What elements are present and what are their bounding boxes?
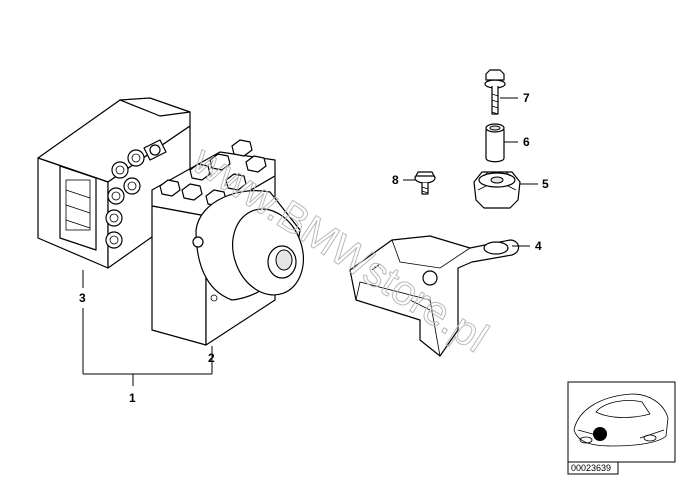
- bracket-illustration: [349, 235, 520, 357]
- hydro-unit-illustration: [37, 97, 191, 269]
- callout-6: 6: [523, 135, 530, 149]
- pump-motor-illustration: [192, 190, 304, 301]
- leader-lines: [82, 97, 538, 386]
- car-outline-icon: [573, 393, 669, 447]
- sleeve-illustration: [485, 123, 505, 163]
- mount-illustration: [473, 171, 521, 209]
- vehicle-location-thumbnail: 00023639: [567, 381, 676, 475]
- callout-4: 4: [535, 239, 542, 253]
- callout-8: 8: [392, 173, 399, 187]
- callout-7: 7: [523, 91, 530, 105]
- location-marker-icon: [593, 427, 607, 441]
- bolt-illustration: [484, 69, 506, 115]
- callout-5: 5: [542, 177, 549, 191]
- callout-1: 1: [129, 391, 136, 405]
- callout-2: 2: [208, 351, 215, 365]
- callout-3: 3: [79, 291, 86, 305]
- screw-illustration: [414, 171, 436, 195]
- reference-code: 00023639: [571, 463, 611, 473]
